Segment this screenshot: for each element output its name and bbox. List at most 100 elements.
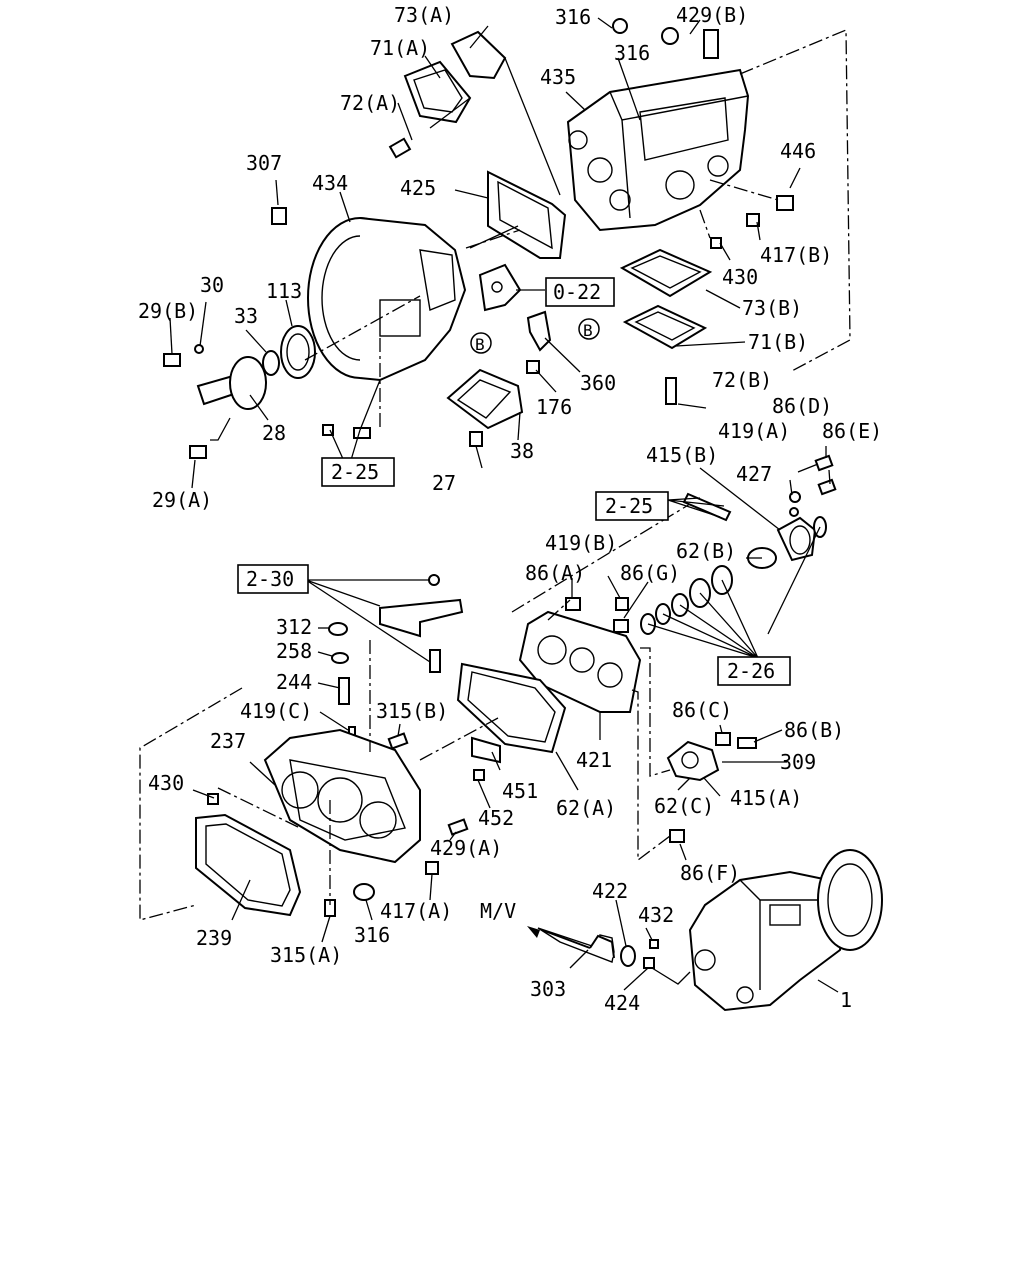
- ref-label-2-25-right: 2-25: [605, 494, 653, 518]
- label-72b: 72(B): [712, 368, 772, 392]
- circle-marker-b-left: B: [470, 332, 492, 354]
- fittings-422-424-432: [620, 939, 659, 969]
- label-33: 33: [234, 304, 258, 328]
- pipe-303: [527, 926, 615, 963]
- label-303: 303: [530, 977, 566, 1001]
- label-419b: 419(B): [545, 531, 617, 555]
- label-427: 427: [736, 462, 772, 486]
- oil-seal-33: [262, 350, 280, 376]
- circle-marker-b-left-text: B: [475, 335, 485, 354]
- label-86f: 86(F): [680, 861, 740, 885]
- ref-label-0-22: 0-22: [553, 280, 601, 304]
- label-452: 452: [478, 806, 514, 830]
- bracket-360: [526, 310, 552, 352]
- label-425: 425: [400, 176, 436, 200]
- label-429b: 429(B): [676, 3, 748, 27]
- gasket-425: [487, 170, 567, 259]
- housing-237: [263, 728, 421, 864]
- rear-housing-435: [566, 68, 750, 232]
- bracket-2-30: [379, 574, 464, 673]
- bolts: [163, 18, 794, 459]
- label-422: 422: [592, 879, 628, 903]
- circle-marker-b-right-text: B: [583, 321, 593, 340]
- ref-box-2-25-right[interactable]: 2-25: [595, 491, 669, 521]
- bracket-0-22: [478, 263, 522, 312]
- cover-plate-71b: [622, 304, 708, 350]
- part-number-labels: 73(A) 316 429(B) 71(A) 316 435 72(A) 307…: [138, 3, 882, 1015]
- label-316-bottom: 316: [354, 923, 390, 947]
- label-417b: 417(B): [760, 243, 832, 267]
- label-239: 239: [196, 926, 232, 950]
- label-432: 432: [638, 903, 674, 927]
- label-244: 244: [276, 670, 312, 694]
- label-421: 421: [576, 748, 612, 772]
- label-312: 312: [276, 615, 312, 639]
- label-mv: M/V: [480, 899, 516, 923]
- label-417a: 417(A): [380, 899, 452, 923]
- label-86a: 86(A): [525, 561, 585, 585]
- label-424: 424: [604, 991, 640, 1015]
- label-86c: 86(C): [672, 698, 732, 722]
- label-86b: 86(B): [784, 718, 844, 742]
- pins-312-258-244: [328, 622, 356, 746]
- label-71b: 71(B): [748, 330, 808, 354]
- label-62b: 62(B): [676, 539, 736, 563]
- label-72a: 72(A): [340, 91, 400, 115]
- label-38: 38: [510, 439, 534, 463]
- label-434: 434: [312, 171, 348, 195]
- label-62a: 62(A): [556, 796, 616, 820]
- cover-38: [446, 368, 524, 430]
- ref-label-2-26: 2-26: [727, 659, 775, 683]
- plate-451: [471, 736, 501, 781]
- label-29b: 29(B): [138, 299, 198, 323]
- ref-box-0-22[interactable]: 0-22: [545, 277, 615, 307]
- label-429a: 429(A): [430, 836, 502, 860]
- label-430-bottom: 430: [148, 771, 184, 795]
- label-309: 309: [780, 750, 816, 774]
- ref-box-2-30[interactable]: 2-30: [237, 564, 309, 594]
- label-360: 360: [580, 371, 616, 395]
- label-73a: 73(A): [394, 3, 454, 27]
- label-27: 27: [432, 471, 456, 495]
- label-86e: 86(E): [822, 419, 882, 443]
- center-lines: [139, 29, 851, 921]
- gasket-62a: [456, 662, 567, 754]
- label-316-top: 316: [555, 5, 591, 29]
- label-446: 446: [780, 139, 816, 163]
- ref-label-2-25-left: 2-25: [331, 460, 379, 484]
- label-435: 435: [540, 65, 576, 89]
- label-307: 307: [246, 151, 282, 175]
- transmission-assembly-1: [688, 849, 883, 1012]
- label-419a: 419(A): [718, 419, 790, 443]
- pto-side-cover-group: [682, 454, 837, 569]
- label-113: 113: [266, 279, 302, 303]
- label-29a: 29(A): [152, 488, 212, 512]
- label-30: 30: [200, 273, 224, 297]
- circle-marker-b-right: B: [578, 318, 600, 340]
- label-415b: 415(B): [646, 443, 718, 467]
- clutch-housing-434: [307, 217, 467, 382]
- ref-box-2-25-left[interactable]: 2-25: [321, 457, 395, 487]
- label-451: 451: [502, 779, 538, 803]
- plugs-and-breathers: [207, 732, 469, 917]
- cover-62c: [666, 732, 757, 843]
- label-237: 237: [210, 729, 246, 753]
- label-1: 1: [840, 988, 852, 1012]
- ref-box-2-26[interactable]: 2-26: [717, 656, 791, 686]
- label-62c: 62(C): [654, 794, 714, 818]
- cover-plate-73a-71a: [403, 30, 507, 124]
- label-71a: 71(A): [370, 36, 430, 60]
- label-415a: 415(A): [730, 786, 802, 810]
- input-shaft-28: [196, 356, 267, 410]
- label-176: 176: [536, 395, 572, 419]
- label-86d: 86(D): [772, 394, 832, 418]
- label-86g: 86(G): [620, 561, 680, 585]
- label-315a: 315(A): [270, 943, 342, 967]
- label-315b: 315(B): [376, 699, 448, 723]
- label-258: 258: [276, 639, 312, 663]
- ref-label-2-30: 2-30: [246, 567, 294, 591]
- gasket-73b: [619, 248, 713, 298]
- housing-421: [518, 610, 642, 713]
